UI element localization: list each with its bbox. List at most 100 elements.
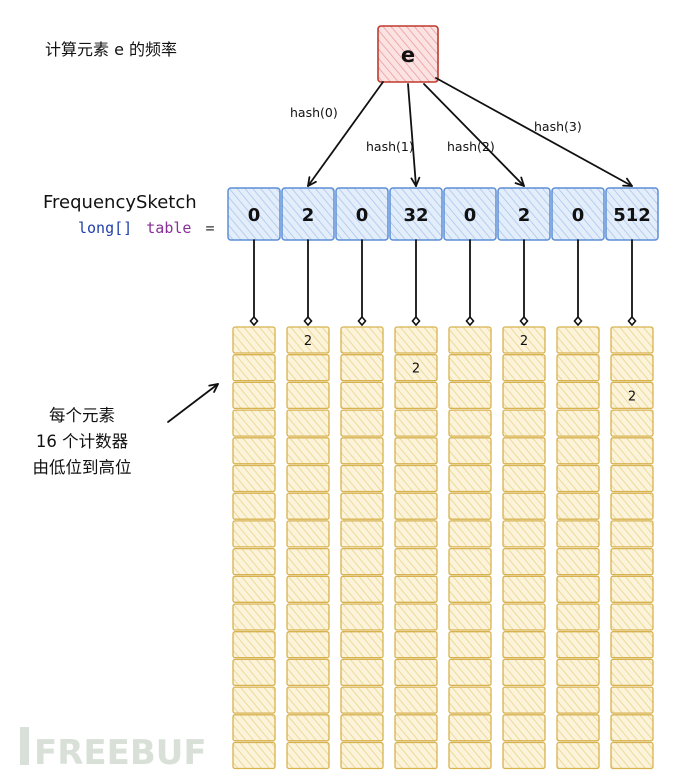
counter-column: [556, 326, 600, 770]
counter-slot: [502, 492, 546, 520]
table-cell-value: 0: [356, 205, 369, 226]
counter-slot: [340, 741, 384, 770]
counter-slot: [556, 409, 600, 437]
counter-slot: [610, 603, 654, 631]
counter-slot: [286, 547, 330, 576]
counter-slot: [448, 603, 492, 631]
counter-slot: [394, 464, 438, 493]
counter-slot: [394, 575, 438, 603]
hash-label-3: hash(3): [534, 119, 582, 134]
table-cell: 2: [281, 187, 335, 241]
counter-slot: [556, 520, 600, 548]
counter-slot: [502, 409, 546, 437]
hash-arrow: [407, 83, 416, 186]
counter-slot: [232, 409, 276, 437]
counter-slot: [286, 437, 330, 465]
table-cell: 0: [335, 187, 389, 241]
counter-slot: [286, 714, 330, 742]
table-cell-value: 0: [572, 205, 585, 226]
counter-slot: [502, 326, 546, 354]
counter-slot: [448, 326, 492, 354]
counter-slot: [286, 326, 330, 354]
counter-slot: [610, 741, 654, 770]
counter-slot: [556, 575, 600, 603]
counter-slot: [232, 326, 276, 354]
counter-slot: [340, 575, 384, 603]
counter-slot: [610, 547, 654, 576]
counter-column: [448, 326, 492, 770]
counter-slot: [286, 492, 330, 520]
counter-slot: [232, 381, 276, 410]
counter-slot: [394, 437, 438, 465]
hash-arrow: [435, 77, 632, 186]
counter-slot: [394, 658, 438, 687]
counter-slot: [232, 714, 276, 742]
counter-slot: [394, 714, 438, 742]
counter-slot: [502, 714, 546, 742]
counter-slot: [556, 492, 600, 520]
connector-diamond: [519, 315, 529, 327]
table-cell: 0: [227, 187, 281, 241]
counter-slot: [556, 547, 600, 576]
counter-slot: [448, 492, 492, 520]
counter-slot: [448, 464, 492, 493]
decl-var: table: [146, 219, 191, 237]
counter-slot: [502, 354, 546, 382]
counter-slot: [502, 631, 546, 659]
counter-slot: [556, 354, 600, 382]
counter-slot: [286, 464, 330, 493]
counter-slot: [286, 520, 330, 548]
counter-slot: [340, 492, 384, 520]
connector-diamond: [627, 315, 637, 327]
decl-op: =: [206, 219, 215, 237]
table-cell: 512: [605, 187, 659, 241]
counter-slot: [232, 547, 276, 576]
counter-column: [610, 326, 654, 770]
diagram-title: 计算元素 e 的频率: [45, 40, 177, 59]
counter-slot: [340, 326, 384, 354]
hash-arrow: [423, 83, 524, 186]
column-connectors: [249, 239, 637, 327]
counter-slot: [394, 631, 438, 659]
counter-value: 2: [628, 389, 636, 404]
counter-slot: [286, 409, 330, 437]
counter-slot: [340, 520, 384, 548]
counter-slot: [556, 381, 600, 410]
counter-slot: [610, 714, 654, 742]
counter-slot: [610, 631, 654, 659]
counter-slot: [394, 741, 438, 770]
counter-slot: [448, 658, 492, 687]
counter-slot: [556, 464, 600, 493]
counter-slot: [448, 354, 492, 382]
counter-slot: [232, 686, 276, 714]
counter-slot: [610, 520, 654, 548]
counter-slot: [502, 603, 546, 631]
counter-slot: [610, 658, 654, 687]
table-cell: 0: [443, 187, 497, 241]
counter-slot: [448, 409, 492, 437]
counter-slot: [394, 381, 438, 410]
table-cell: 32: [389, 187, 443, 241]
counter-slot: [448, 631, 492, 659]
counter-slot: [448, 381, 492, 410]
table-cell-value: 2: [518, 205, 531, 226]
counter-slot: [556, 686, 600, 714]
note-line-2: 由低位到高位: [33, 458, 132, 477]
table-cell-value: 0: [464, 205, 477, 226]
note-line-1: 16 个计数器: [36, 432, 129, 451]
counter-slot: [232, 437, 276, 465]
counter-slot: [502, 520, 546, 548]
counter-slot: [394, 409, 438, 437]
counter-slot: [232, 575, 276, 603]
counter-slot: [610, 464, 654, 493]
counter-slot: [232, 631, 276, 659]
hash-label-2: hash(2): [447, 139, 495, 154]
note-arrow: [167, 384, 218, 423]
counter-slot: [502, 686, 546, 714]
counter-slot: [610, 686, 654, 714]
note-line-0: 每个元素: [49, 406, 115, 425]
watermark-text: FREEBUF: [34, 733, 207, 773]
table-declaration: long[] table =: [78, 218, 215, 237]
